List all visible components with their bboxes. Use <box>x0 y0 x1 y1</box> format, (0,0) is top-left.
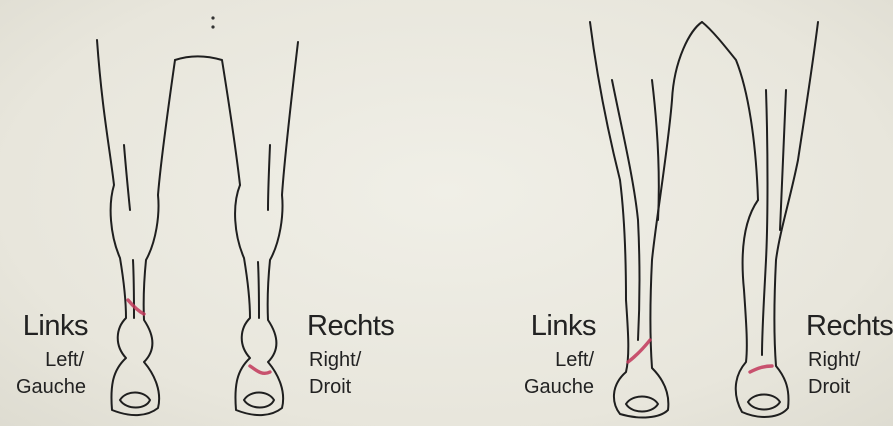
hind-right-leg-inner-line <box>762 90 768 355</box>
hind-left-leg <box>590 22 702 417</box>
hind-left-label-fr: Gauche <box>506 377 594 397</box>
hind-left-hoof-inner <box>626 397 658 412</box>
front-right-hoof-inner <box>244 393 274 408</box>
hind-right-marking <box>750 366 772 372</box>
front-right-label-main: Rechts <box>307 312 394 341</box>
front-left-leg <box>97 40 175 415</box>
front-left-hoof-inner <box>120 393 150 408</box>
hind-right-leg-outer-outline <box>736 22 818 417</box>
hind-left-label-main: Links <box>524 312 596 341</box>
front-chest-arch <box>175 56 240 185</box>
front-left-marking <box>128 300 144 314</box>
hind-left-label-en: Left/ <box>524 350 594 370</box>
front-right-leg-tendon-line <box>268 145 270 210</box>
front-chest-arch-outline <box>175 56 240 185</box>
hind-left-marking <box>628 340 650 362</box>
hind-crotch <box>702 22 758 200</box>
front-left-label-main: Links <box>18 312 88 341</box>
speck-dot <box>211 16 214 19</box>
hind-left-leg-tendon-line <box>652 80 659 220</box>
front-right-leg <box>235 42 298 415</box>
front-right-marking <box>250 366 270 373</box>
hind-crotch-outline <box>702 22 758 200</box>
hind-right-label-main: Rechts <box>806 312 893 341</box>
front-right-leg-outer-outline <box>235 42 298 415</box>
hind-right-leg-tendon-line <box>780 90 786 230</box>
speck-dot <box>211 25 214 28</box>
front-left-leg-outer-outline <box>97 40 175 415</box>
hind-right-leg <box>736 22 818 417</box>
front-right-leg-inner-line <box>258 262 259 318</box>
front-right-label-fr: Droit <box>309 377 351 397</box>
hind-right-label-en: Right/ <box>808 350 860 370</box>
front-left-label-fr: Gauche <box>2 377 86 397</box>
hind-right-hoof-inner <box>748 395 780 410</box>
hind-left-leg-outer-outline <box>590 22 702 417</box>
front-left-label-en: Left/ <box>18 350 84 370</box>
front-right-label-en: Right/ <box>309 350 361 370</box>
front-left-leg-tendon-line <box>124 145 130 210</box>
front-left-leg-inner-line <box>133 260 134 318</box>
hind-right-label-fr: Droit <box>808 377 850 397</box>
